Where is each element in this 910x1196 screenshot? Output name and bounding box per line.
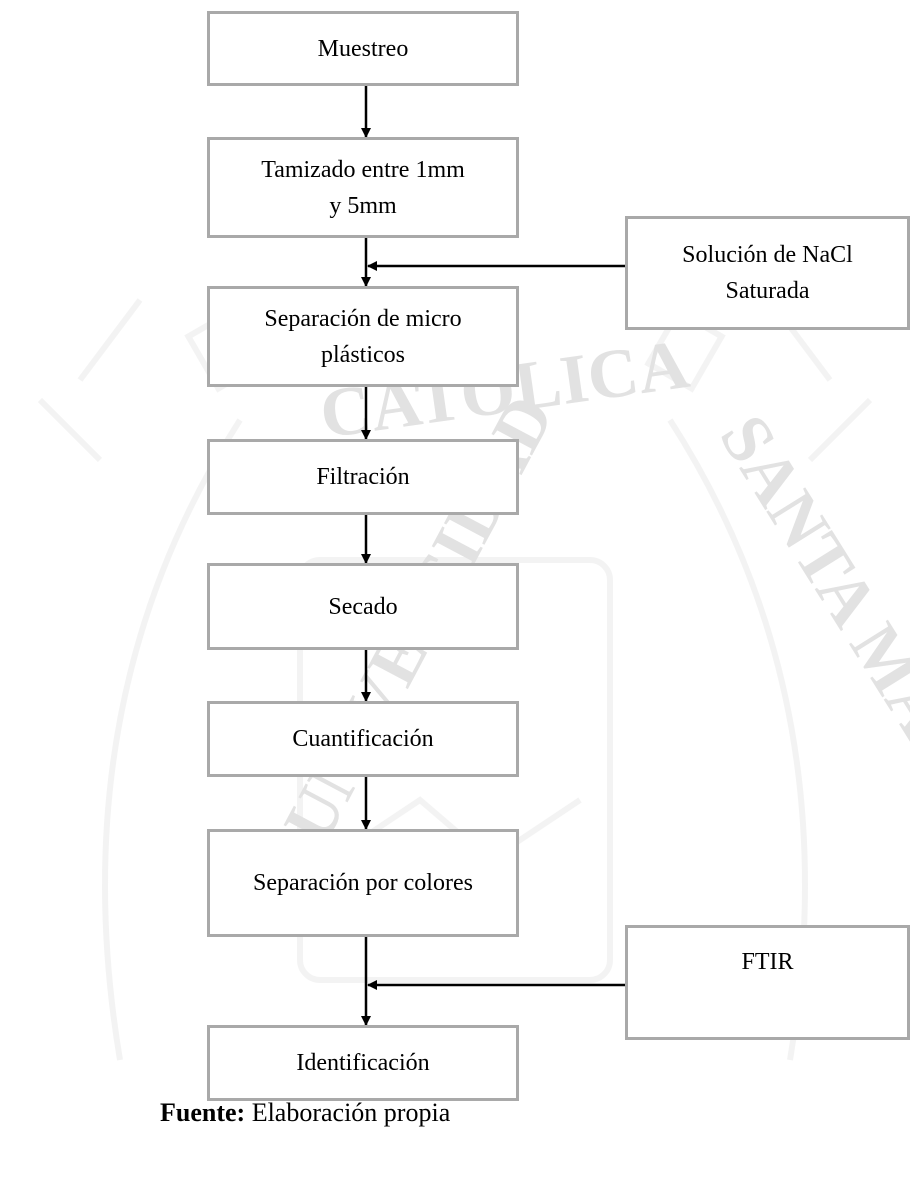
source-caption-text: Elaboración propia — [251, 1098, 451, 1127]
source-caption-label: Fuente: — [160, 1098, 246, 1127]
step-box-separacion-microplasticos: Separación de micro plásticos — [207, 286, 519, 387]
step-box-separacion-colores: Separación por colores — [207, 829, 519, 937]
step-box-tamizado: Tamizado entre 1mm y 5mm — [207, 137, 519, 238]
source-caption: Fuente: Elaboración propia — [160, 1098, 450, 1128]
input-box-nacl: Solución de NaCl Saturada — [625, 216, 910, 330]
step-box-secado: Secado — [207, 563, 519, 650]
input-box-ftir: FTIR — [625, 925, 910, 1040]
step-box-cuantificacion: Cuantificación — [207, 701, 519, 777]
step-box-identificacion: Identificación — [207, 1025, 519, 1101]
step-box-filtracion: Filtración — [207, 439, 519, 515]
step-box-muestreo: Muestreo — [207, 11, 519, 86]
